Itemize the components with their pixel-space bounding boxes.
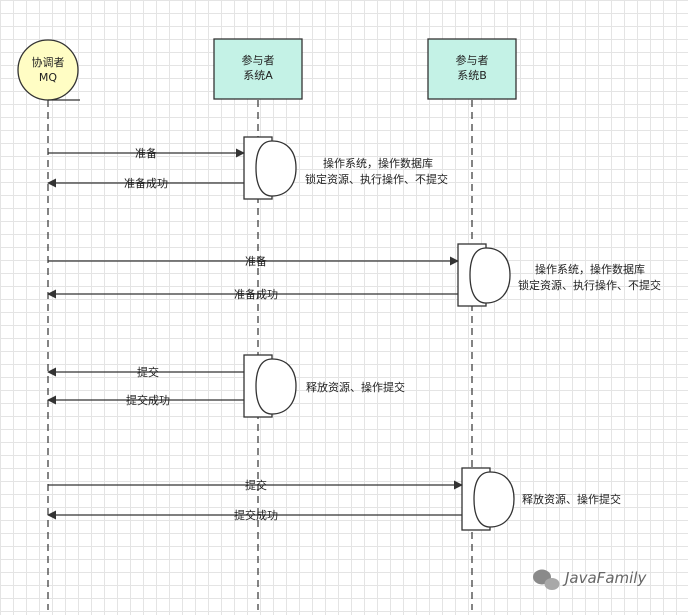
- wechat-icon: [533, 569, 560, 590]
- msg-label-2: 准备成功: [124, 176, 168, 190]
- activation-a-commit: [243, 354, 297, 418]
- note-a-commit: 释放资源、操作提交: [306, 380, 405, 394]
- participant-b-label-line2: 系统B: [457, 69, 487, 82]
- activation-b-commit: [461, 467, 515, 531]
- note-b-commit: 释放资源、操作提交: [522, 492, 621, 506]
- watermark-text: JavaFamily: [562, 569, 647, 587]
- participant-b-label-line1: 参与者: [456, 53, 489, 67]
- note-a-prepare-line2: 锁定资源、执行操作、不提交: [305, 172, 448, 186]
- msg-label-4: 准备成功: [234, 287, 278, 301]
- participant-a-label-line2: 系统A: [243, 69, 273, 82]
- participant-b-box: 参与者 系统B: [427, 38, 517, 100]
- coordinator-node: 协调者 MQ: [17, 39, 80, 101]
- msg-label-7: 提交: [245, 478, 267, 492]
- msg-label-8: 提交成功: [234, 508, 278, 522]
- msg-label-5: 提交: [137, 365, 159, 379]
- msg-label-3: 准备: [245, 254, 267, 268]
- coordinator-label-line2: MQ: [39, 71, 57, 84]
- note-b-prepare-line1: 操作系统，操作数据库: [535, 262, 645, 276]
- msg-label-6: 提交成功: [126, 393, 170, 407]
- coordinator-label-line1: 协调者: [32, 55, 65, 69]
- activation-a-prepare: [243, 136, 297, 200]
- note-a-prepare-line1: 操作系统，操作数据库: [323, 156, 433, 170]
- watermark: JavaFamily: [533, 569, 647, 590]
- activation-b-prepare: [457, 243, 511, 307]
- participant-a-box: 参与者 系统A: [213, 38, 303, 100]
- msg-label-1: 准备: [135, 146, 157, 160]
- note-b-prepare-line2: 锁定资源、执行操作、不提交: [518, 278, 661, 292]
- participant-a-label-line1: 参与者: [242, 53, 275, 67]
